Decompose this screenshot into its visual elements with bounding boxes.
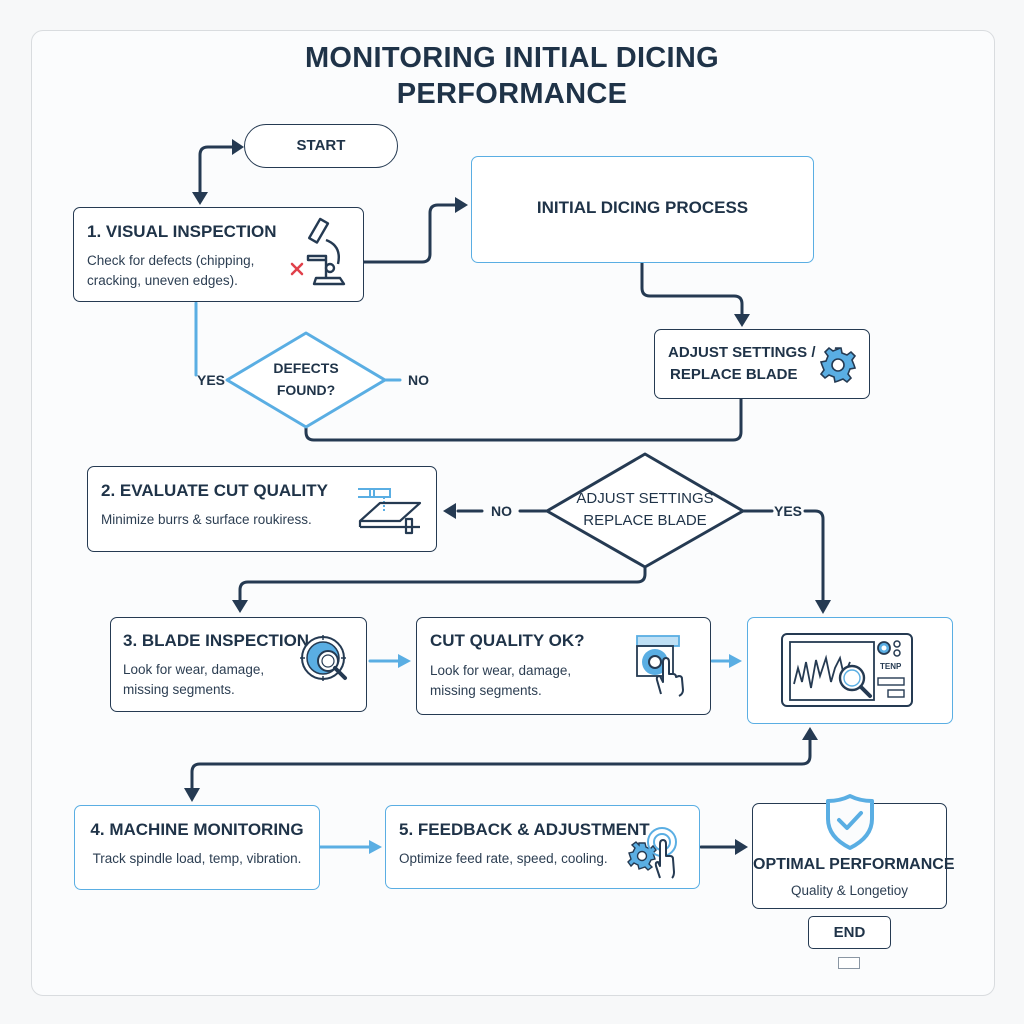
machine-monitoring-box[interactable]: 4. MACHINE MONITORING Track spindle load…	[74, 805, 320, 890]
adjust-settings-line-1: ADJUST SETTINGS /	[668, 344, 816, 361]
defects-decision-line-1: DEFECTS	[273, 360, 339, 376]
visual-inspection-box[interactable]: 1. VISUAL INSPECTION Check for defects (…	[73, 207, 364, 302]
optimal-performance-heading: OPTIMAL PERFORMANCE	[753, 856, 955, 873]
evaluate-cut-desc: Minimize burrs & surface roukiress.	[101, 512, 312, 527]
cut-quality-ok-box[interactable]: CUT QUALITY OK? Look for wear, damage, m…	[416, 617, 711, 715]
defects-decision-line-2: FOUND?	[276, 382, 336, 398]
diagram-title: MONITORING INITIAL DICING PERFORMANCE	[0, 40, 1024, 112]
blade-inspection-desc-1: Look for wear, damage,	[123, 662, 265, 677]
defects-no-label: NO	[408, 372, 429, 388]
adjust-decision-yes-label: YES	[774, 503, 803, 519]
title-line-2: PERFORMANCE	[396, 78, 628, 110]
defects-yes-label: YES	[197, 372, 226, 388]
initial-dicing-box[interactable]: INITIAL DICING PROCESS	[471, 156, 814, 263]
end-terminal[interactable]: END	[808, 916, 891, 949]
optimal-performance-desc: Quality & Longetioy	[790, 883, 909, 898]
cut-quality-ok-heading: CUT QUALITY OK?	[430, 631, 585, 650]
microscope-icon	[290, 217, 346, 286]
machine-monitoring-desc: Track spindle load, temp, vibration.	[92, 851, 302, 866]
dicing-saw-icon	[358, 488, 422, 535]
machine-monitoring-heading: 4. MACHINE MONITORING	[90, 820, 304, 839]
evaluate-cut-box[interactable]: 2. EVALUATE CUT QUALITY Minimize burrs &…	[87, 466, 437, 552]
initial-dicing-heading: INITIAL DICING PROCESS	[536, 198, 749, 217]
gear-touch-icon	[627, 827, 677, 879]
end-placeholder-rect	[838, 957, 860, 969]
gear-icon	[819, 346, 857, 384]
cut-quality-ok-desc-1: Look for wear, damage,	[430, 663, 572, 678]
cut-quality-ok-desc-2: missing segments.	[430, 683, 542, 698]
visual-inspection-desc-1: Check for defects (chipping,	[87, 253, 255, 268]
touch-gear-icon	[636, 635, 684, 697]
adjust-decision-no-label: NO	[491, 503, 512, 519]
monitor-chart-icon: TENP	[781, 633, 913, 707]
shield-check-icon	[826, 794, 874, 850]
adjust-settings-box[interactable]: ADJUST SETTINGS / REPLACE BLADE	[654, 329, 870, 399]
end-label: END	[833, 924, 866, 941]
blade-inspection-desc-2: missing segments.	[123, 682, 235, 697]
blade-magnifier-icon	[300, 635, 347, 681]
start-label: START	[296, 137, 346, 154]
blade-inspection-heading: 3. BLADE INSPECTION	[123, 631, 310, 650]
adjust-decision-line-2: REPLACE BLADE	[583, 512, 707, 529]
temp-readout-label: TENP	[880, 662, 902, 671]
feedback-box[interactable]: 5. FEEDBACK & ADJUSTMENT Optimize feed r…	[385, 805, 700, 889]
visual-inspection-heading: 1. VISUAL INSPECTION	[87, 222, 277, 241]
title-line-1: MONITORING INITIAL DICING	[304, 42, 720, 74]
evaluate-cut-heading: 2. EVALUATE CUT QUALITY	[101, 481, 328, 500]
feedback-heading: 5. FEEDBACK & ADJUSTMENT	[399, 820, 650, 839]
start-terminal[interactable]: START	[244, 124, 398, 168]
visual-inspection-desc-2: cracking, uneven edges).	[87, 273, 238, 288]
monitor-panel-box[interactable]: TENP	[747, 617, 953, 724]
blade-inspection-box[interactable]: 3. BLADE INSPECTION Look for wear, damag…	[110, 617, 367, 712]
adjust-decision-line-1: ADJUST SETTINGS	[576, 490, 714, 507]
adjust-settings-line-2: REPLACE BLADE	[670, 366, 798, 383]
feedback-desc: Optimize feed rate, speed, cooling.	[399, 851, 608, 866]
